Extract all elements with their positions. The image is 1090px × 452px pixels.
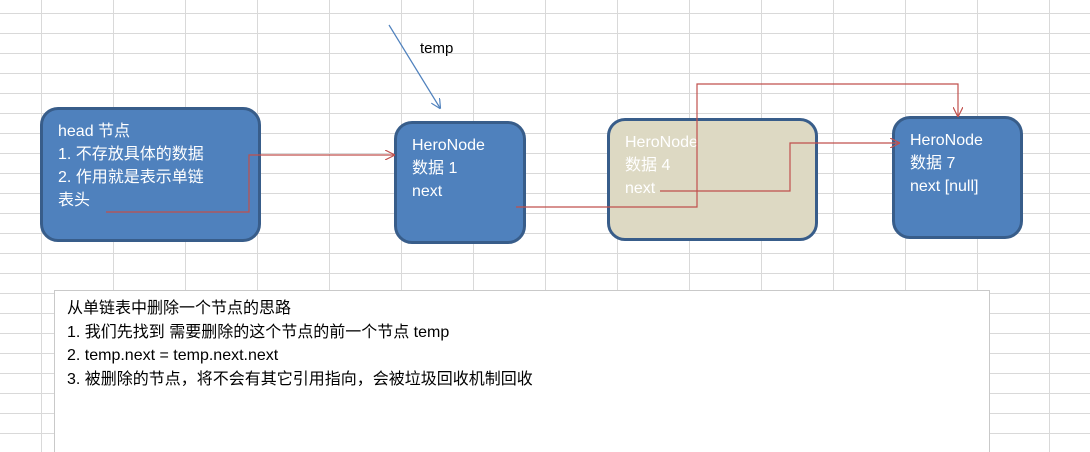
notes-step-3: 3. 被删除的节点，将不会有其它引用指向，会被垃圾回收机制回收	[67, 370, 533, 388]
hero-node-7: HeroNode 数据 7 next [null]	[892, 116, 1023, 239]
hero-node-4-title: HeroNode	[625, 134, 698, 151]
head-node-desc-2: 2. 作用就是表示单链	[58, 169, 204, 186]
head-node-desc-3: 表头	[58, 192, 91, 209]
hero-node-7-next: next [null]	[910, 178, 979, 195]
hero-node-1-next: next	[412, 183, 443, 200]
hero-node-1: HeroNode 数据 1 next	[394, 121, 526, 244]
notes-step-2: 2. temp.next = temp.next.next	[67, 347, 279, 364]
notes-title: 从单链表中删除一个节点的思路	[67, 300, 292, 317]
head-node-desc-1: 1. 不存放具体的数据	[58, 146, 204, 163]
hero-node-4-data: 数据 4	[625, 157, 671, 174]
hero-node-4-deleted: HeroNode 数据 4 next	[607, 118, 818, 241]
notes-step-1: 1. 我们先找到 需要删除的这个节点的前一个节点 temp	[67, 323, 450, 341]
hero-node-7-title: HeroNode	[910, 132, 983, 149]
hero-node-7-data: 数据 7	[910, 155, 956, 172]
hero-node-4-next: next	[625, 180, 656, 197]
temp-pointer-arrow	[388, 24, 440, 108]
temp-pointer-label: temp	[420, 40, 454, 57]
deletion-steps-note: 从单链表中删除一个节点的思路 1. 我们先找到 需要删除的这个节点的前一个节点 …	[54, 290, 990, 452]
hero-node-1-data: 数据 1	[412, 160, 458, 177]
head-node-label: head 节点	[58, 123, 131, 140]
hero-node-1-title: HeroNode	[412, 137, 485, 154]
head-node: head 节点 1. 不存放具体的数据 2. 作用就是表示单链 表头	[40, 107, 261, 242]
